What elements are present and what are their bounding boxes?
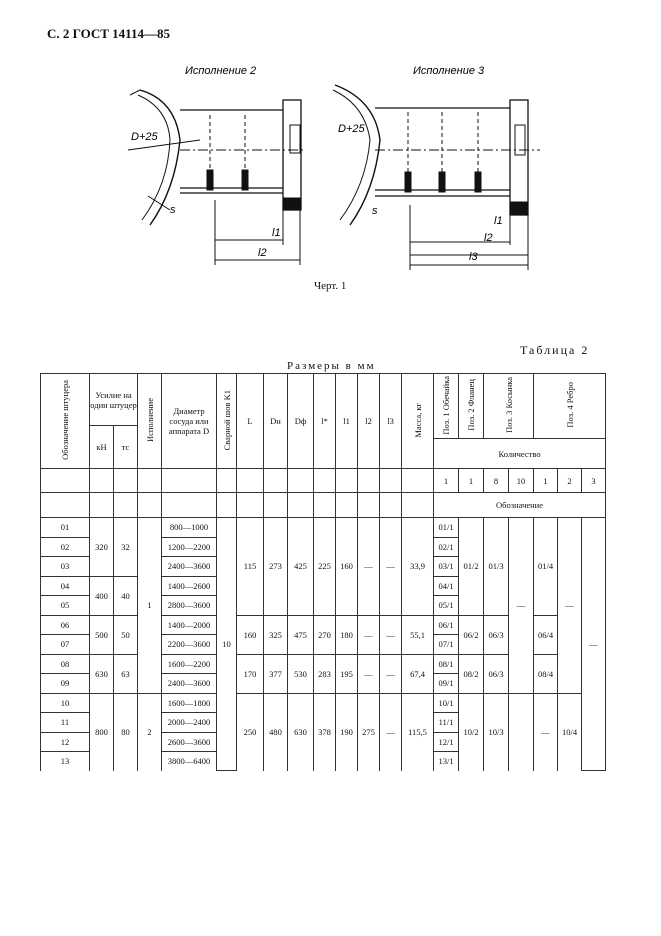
qty-5: 1 [533,468,559,493]
col-poz1: Поз. 1 Обечайка [433,373,460,439]
qty-6: 2 [557,468,583,493]
label-version-3: Исполнение 3 [413,65,485,77]
col-l3: l3 [379,373,403,469]
table-row: 09 [40,673,90,694]
table-row: 07 [40,634,90,655]
dim-d25-left: D+25 [131,131,158,143]
col-quantity: Количество [433,438,607,469]
dim-l2-right: l2 [484,232,493,244]
units-label: Размеры в мм [287,360,376,372]
col-l2: l2 [357,373,381,469]
col-mass: Масса, кг [401,373,435,469]
table-row: 12 [40,732,90,752]
table-label: Таблица 2 [520,343,590,357]
table-row: 06 [40,615,90,635]
qty-4: 10 [508,468,535,493]
table-row: 13 [40,751,90,771]
qty-7: 3 [581,468,607,493]
table-row: 11 [40,712,90,733]
page-header: С. 2 ГОСТ 14114—85 [47,26,170,41]
dim-l2-left: l2 [258,247,267,259]
dim-d25-right: D+25 [338,123,365,135]
col-version: Исполнение [137,373,163,469]
col-Dn: Dн [263,373,289,469]
qty-3: 8 [483,468,510,493]
col-designation: Обозначение штуцера [40,373,90,469]
col-L: L [236,373,265,469]
dim-s-left: s [170,204,176,216]
col-force: Усилие на один штуцер [88,373,139,426]
table-row: 08 [40,654,90,674]
qty-1: 1 [433,468,460,493]
col-poz3: Поз. 3 Косынка [483,373,535,439]
col-diameter: Диаметр сосуда или аппарата D [161,373,218,469]
table-row: 01 [40,517,90,538]
figure-caption: Черт. 1 [314,280,347,292]
dim-l1-right: l1 [494,215,503,227]
col-tc: тс [112,425,139,469]
dim-l3-right: l3 [469,251,478,263]
col-weld: Сварной шов K1 [216,373,238,469]
table-row: 02 [40,537,90,557]
col-kN: кН [89,425,114,469]
dimensions-table: Обозначение штуцера Усилие на один штуце… [40,373,607,771]
col-Df: Dф [287,373,315,469]
col-poz2: Поз. 2 Фланец [458,373,485,439]
table-row: 10 [40,693,90,713]
table-row: 05 [40,595,90,616]
qty-2: 1 [458,468,485,493]
dim-s-right: s [372,205,378,217]
col-poz4: Поз. 4 Ребро [533,373,607,439]
col-lstar: l* [313,373,337,469]
technical-drawing: Исполнение 2 Исполнение 3 D+25 D+25 s s … [127,65,540,270]
label-version-2: Исполнение 2 [185,65,256,77]
col-l1: l1 [335,373,359,469]
dim-l1-left: l1 [272,227,281,239]
col-oboznach: Обозначение [433,492,607,518]
table-row: 04 [40,576,90,596]
table-row: 03 [40,556,90,577]
